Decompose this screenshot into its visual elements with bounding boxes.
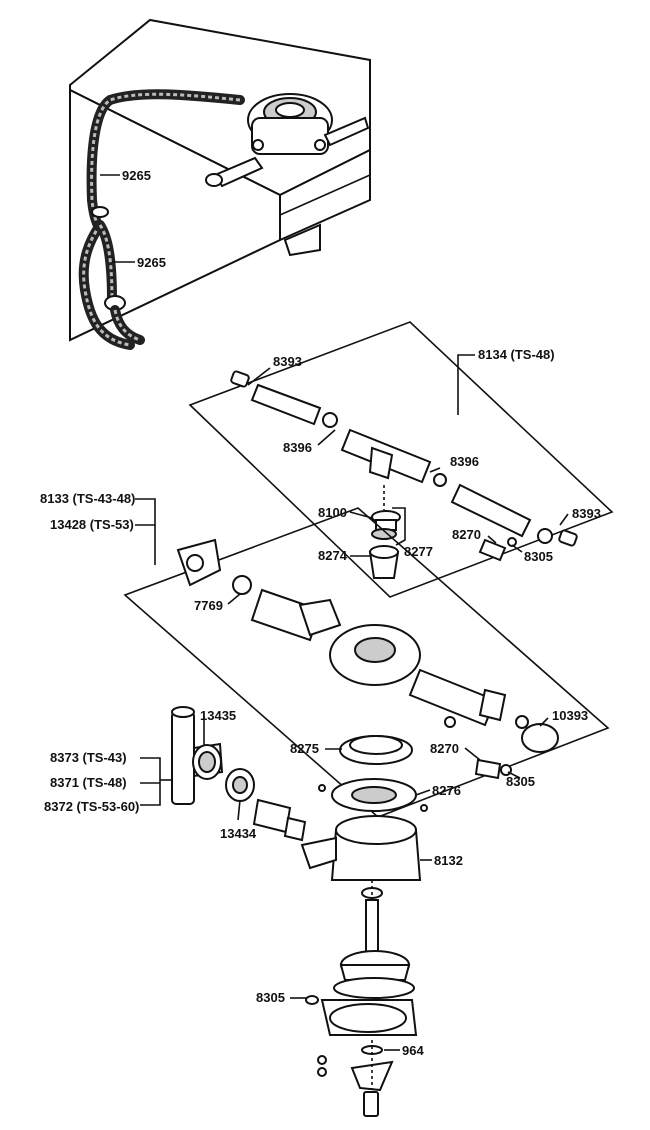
part-label-7769: 7769 [194, 598, 223, 613]
part-label-8305-lower: 8305 [256, 990, 285, 1005]
part-label-8305-upper: 8305 [524, 549, 553, 564]
part-label-8132: 8132 [434, 853, 463, 868]
part-label-8270-upper: 8270 [452, 527, 481, 542]
part-label-8274: 8274 [318, 548, 348, 563]
part-label-8277: 8277 [404, 544, 433, 559]
part-label-8372: 8372 (TS-53-60) [44, 799, 139, 814]
part-label-8133: 8133 (TS-43-48) [40, 491, 135, 506]
part-label-8275: 8275 [290, 741, 319, 756]
part-label-8270-lower: 8270 [430, 741, 459, 756]
part-label-8371: 8371 (TS-48) [50, 775, 127, 790]
part-label-8276: 8276 [432, 783, 461, 798]
part-label-964: 964 [402, 1043, 424, 1058]
part-label-8134: 8134 (TS-48) [478, 347, 555, 362]
part-label-13435: 13435 [200, 708, 236, 723]
outlet-elbow-illustration [171, 706, 224, 805]
part-label-13428: 13428 (TS-53) [50, 517, 134, 532]
part-label-8393-left: 8393 [273, 354, 302, 369]
part-label-8393-right: 8393 [572, 506, 601, 521]
part-label-8100: 8100 [318, 505, 347, 520]
leader-lines [100, 174, 569, 1051]
part-label-13434: 13434 [220, 826, 257, 841]
part-label-8396-left: 8396 [283, 440, 312, 455]
tube-assembly-panel-8134 [188, 321, 614, 598]
housing-assembly-panel-8133 [123, 507, 610, 818]
part-label-9265-upper: 9265 [122, 168, 151, 183]
part-label-9265-lower: 9265 [137, 255, 166, 270]
part-label-8305-middle: 8305 [506, 774, 535, 789]
pump-body-illustration [225, 735, 428, 1117]
part-label-8373: 8373 (TS-43) [50, 750, 127, 765]
bypass-hose-9265 [78, 89, 245, 350]
part-label-8396-right: 8396 [450, 454, 479, 469]
water-pump-illustration [205, 93, 370, 188]
part-label-10393: 10393 [552, 708, 588, 723]
